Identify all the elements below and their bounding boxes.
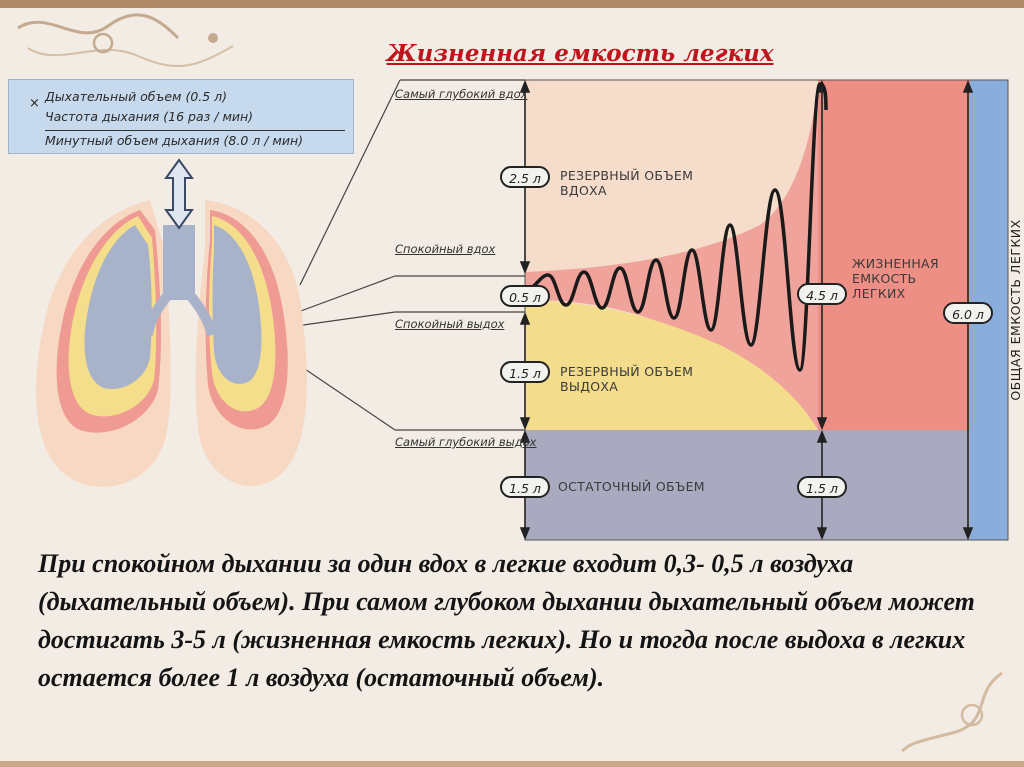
- corner-ornament-bottom-right: [901, 671, 1003, 753]
- breathing-rate-formula-line: Частота дыхания (16 раз / мин): [45, 109, 254, 124]
- multiply-sign: ×: [29, 96, 40, 111]
- explanation-paragraph: При спокойном дыхании за один вдох в лег…: [38, 549, 975, 692]
- connector-line: [299, 79, 401, 286]
- minute-volume-formula-line: Минутный объем дыхания (8.0 л / мин): [45, 133, 304, 148]
- tidal-volume-value-badge: 0.5 л: [500, 285, 550, 307]
- connector-line: [289, 275, 396, 316]
- minute-volume-formula: Дыхательный объем (0.5 л) × Частота дыха…: [8, 79, 354, 154]
- residual-value-badge: 1.5 л: [500, 476, 550, 498]
- tidal-volume-zone: [525, 82, 818, 430]
- total-capacity-value-badge: 6.0 л: [943, 302, 993, 324]
- corner-ornament-top-left: [17, 13, 234, 67]
- deepest-inhale-label: Самый глубокий вдох: [395, 87, 528, 101]
- total-capacity-label: ОБЩАЯ ЕМКОСТЬ ЛЕГКИХ: [1008, 219, 1023, 401]
- residual-right-value-badge: 1.5 л: [797, 476, 847, 498]
- top-frame-border: [0, 0, 1024, 8]
- inspiratory-reserve-label: РЕЗЕРВНЫЙ ОБЪЕМ ВДОХА: [560, 168, 694, 198]
- quiet-inhale-label: Спокойный вдох: [395, 242, 496, 256]
- expiratory-reserve-label: РЕЗЕРВНЫЙ ОБЪЕМ ВЫДОХА: [560, 364, 694, 394]
- spirogram-frame: [524, 79, 1009, 541]
- deepest-exhale-label: Самый глубокий выдох: [395, 435, 537, 449]
- lungs-illustration: [36, 158, 307, 487]
- residual-volume-label: ОСТАТОЧНЫЙ ОБЪЕМ: [558, 479, 705, 494]
- quiet-exhale-label: Спокойный выдох: [395, 317, 505, 331]
- airflow-arrow-icon: [164, 158, 194, 230]
- erv-value-badge: 1.5 л: [500, 361, 550, 383]
- vital-capacity-label: ЖИЗНЕННАЯ ЕМКОСТЬ ЛЕГКИХ: [852, 256, 939, 301]
- page-title: Жизненная емкость легких: [386, 40, 774, 67]
- breathing-wave-curve: [524, 82, 828, 372]
- bottom-frame-border: [0, 761, 1024, 767]
- expiratory-reserve-zone: [525, 300, 818, 430]
- residual-volume-zone: [525, 430, 970, 540]
- vital-capacity-zone: [818, 80, 970, 430]
- vital-capacity-value-badge: 4.5 л: [797, 283, 847, 305]
- tidal-volume-formula-line: Дыхательный объем (0.5 л): [45, 89, 228, 104]
- irv-value-badge: 2.5 л: [500, 166, 550, 188]
- formula-divider: [45, 130, 345, 131]
